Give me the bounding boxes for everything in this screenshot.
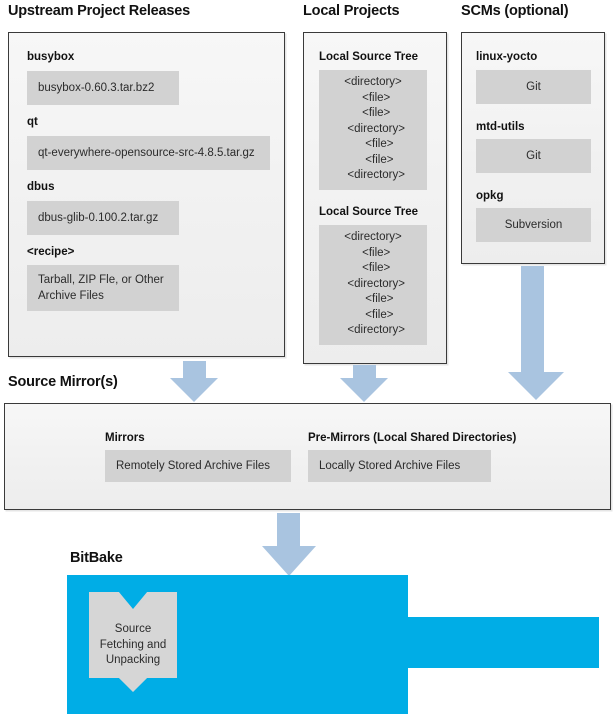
source-mirrors-group-label-pre-mirrors: Pre-Mirrors (Local Shared Directories) [308, 432, 517, 444]
tree-line: <file> [355, 246, 391, 259]
arrow-head-icon [170, 378, 218, 402]
upstream-chip-qt: qt-everywhere-opensource-src-4.8.5.tar.g… [27, 136, 270, 170]
arrow-shaft [521, 266, 544, 372]
source-mirrors-chip-pre-mirrors: Locally Stored Archive Files [308, 450, 491, 482]
tree-line: <directory> [341, 324, 405, 336]
tree-line: <file> [355, 91, 391, 104]
tree-line: <file> [355, 107, 391, 119]
callout-line-1: Source [114, 623, 152, 635]
source-mirrors-group-label-mirrors: Mirrors [105, 432, 145, 444]
tree-line: <directory> [344, 231, 402, 243]
upstream-chip-recipe-line1: Tarball, ZIP Fle, or [38, 274, 132, 286]
source-mirrors-panel: Mirrors Remotely Stored Archive Files Pr… [4, 403, 611, 510]
source-fetching-callout-text: Source Fetching and Unpacking [89, 622, 177, 669]
arrow-shaft [183, 361, 206, 378]
scms-chip-opkg: Subversion [476, 208, 591, 242]
tree-line: <file> [352, 138, 394, 150]
local-projects-panel: Local Source Tree <directory> <file> <fi… [303, 32, 447, 364]
arrow-head-icon [262, 546, 316, 576]
source-mirrors-heading: Source Mirror(s) [8, 374, 118, 390]
tree-line: <file> [352, 293, 394, 305]
arrow-shaft [353, 365, 376, 378]
scms-group-label-mtd-utils: mtd-utils [476, 121, 525, 133]
tree-line: <directory> [341, 277, 405, 290]
arrow-head-icon [340, 378, 388, 402]
scms-panel: linux-yocto Git mtd-utils Git opkg Subve… [461, 32, 605, 264]
local-source-tree-label-2: Local Source Tree [319, 206, 419, 218]
tree-line: <directory> [341, 169, 405, 181]
callout-line-3: Unpacking [105, 654, 161, 666]
local-source-tree-chip-1: <directory> <file> <file> <directory> <f… [319, 70, 427, 190]
upstream-group-label-recipe: <recipe> [27, 246, 75, 258]
upstream-heading: Upstream Project Releases [8, 3, 190, 19]
scms-chip-mtd-utils: Git [476, 139, 591, 173]
upstream-chip-busybox: busybox-0.60.3.tar.bz2 [27, 71, 179, 105]
source-mirrors-chip-mirrors: Remotely Stored Archive Files [105, 450, 291, 482]
upstream-chip-dbus: dbus-glib-0.100.2.tar.gz [27, 201, 179, 235]
scms-heading: SCMs (optional) [461, 3, 569, 19]
bitbake-arm-block [405, 617, 599, 668]
local-source-tree-chip-2: <directory> <file> <file> <directory> <f… [319, 225, 427, 345]
upstream-group-label-qt: qt [27, 116, 38, 128]
local-projects-heading: Local Projects [303, 3, 400, 19]
upstream-panel: busybox busybox-0.60.3.tar.bz2 qt qt-eve… [8, 32, 285, 357]
bitbake-heading: BitBake [70, 550, 123, 566]
tree-line: <file> [355, 262, 391, 274]
arrow-shaft [277, 513, 300, 546]
scms-chip-linux-yocto: Git [476, 70, 591, 104]
upstream-chip-recipe: Tarball, ZIP Fle, or Other Archive Files [27, 265, 179, 311]
upstream-chip-recipe-line2: Other Archive Files [38, 274, 164, 302]
scms-group-label-opkg: opkg [476, 190, 504, 202]
scms-group-label-linux-yocto: linux-yocto [476, 51, 538, 63]
upstream-group-label-dbus: dbus [27, 181, 55, 193]
tree-line: <directory> [341, 122, 405, 135]
tree-line: <file> [352, 308, 394, 321]
callout-line-2: Fetching and [99, 638, 167, 651]
tree-line: <file> [352, 153, 394, 166]
tree-line: <directory> [344, 76, 402, 88]
upstream-group-label-busybox: busybox [27, 51, 75, 63]
local-source-tree-label-1: Local Source Tree [319, 51, 419, 63]
arrow-head-icon [508, 372, 564, 400]
